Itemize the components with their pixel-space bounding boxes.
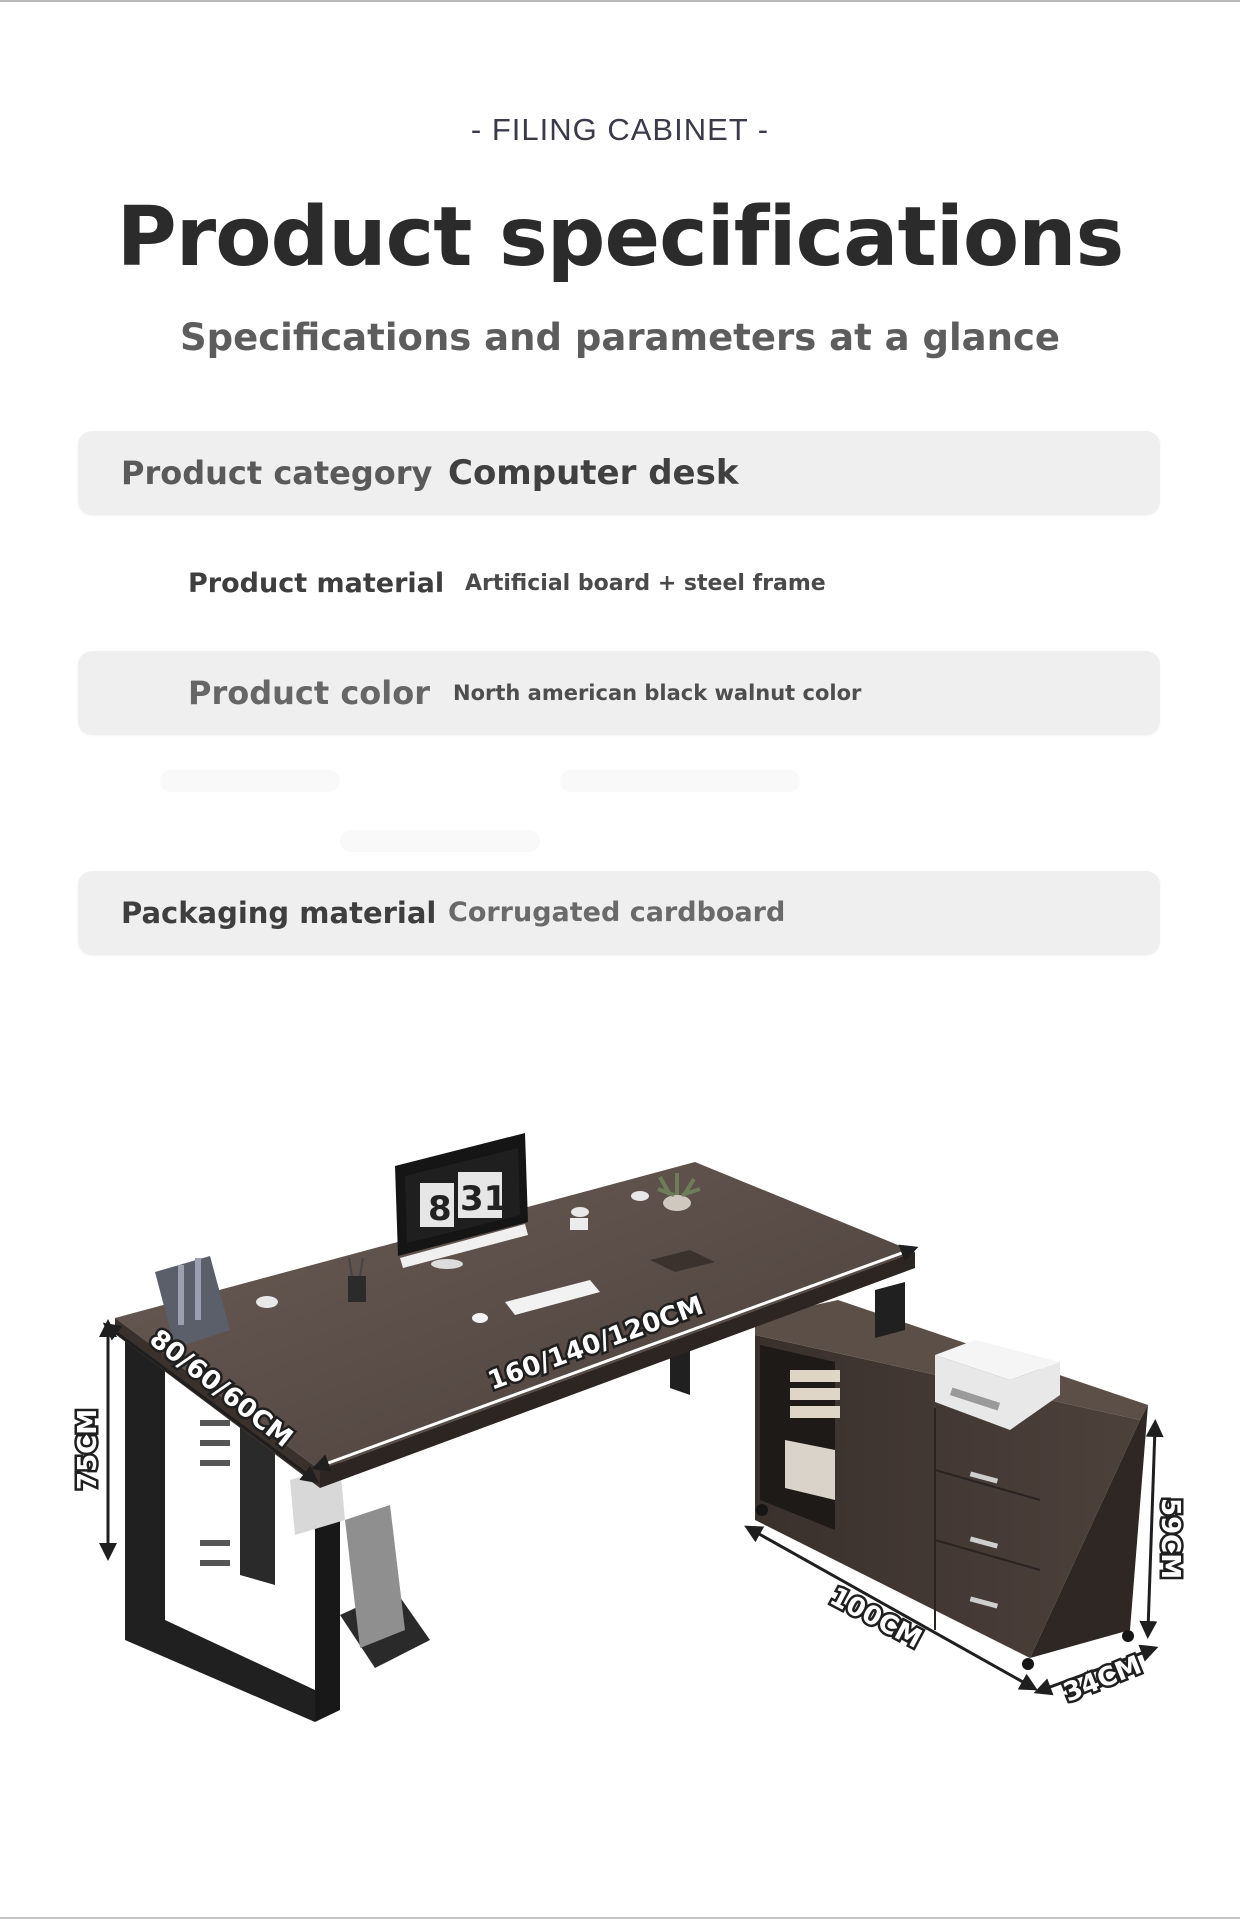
spec-label: Product color — [188, 674, 430, 712]
dimension-cabinet-height: 59CM — [1155, 1498, 1185, 1579]
bottom-divider — [0, 1917, 1240, 1919]
mouse — [472, 1313, 488, 1323]
binder — [790, 1388, 840, 1400]
plant-pot — [663, 1195, 691, 1211]
pen-holder — [348, 1276, 366, 1302]
spec-value: North american black walnut color — [453, 681, 862, 705]
desk-illustration: 8 31 80/60/60CM 160/140/120CM 7 — [71, 1133, 1188, 1722]
binder — [790, 1370, 840, 1382]
dimension-cabinet-depth: 34CM — [1059, 1650, 1145, 1708]
clock-digit-panel — [420, 1183, 454, 1227]
spec-value: Corrugated cardboard — [448, 897, 786, 928]
faded-placeholder — [560, 770, 800, 792]
spec-value: Computer desk — [448, 453, 739, 493]
clock-hour-text: 8 — [428, 1189, 452, 1229]
filing-cabinet — [755, 1300, 1148, 1670]
clock-digit-panel — [458, 1172, 502, 1218]
top-divider — [0, 0, 1240, 2]
printer — [935, 1355, 1060, 1430]
pc-tower — [345, 1505, 405, 1648]
dimension-lines — [99, 1244, 1164, 1696]
spec-row-material: Product material Artificial board + stee… — [78, 542, 1160, 626]
spec-label: Product material — [188, 568, 445, 599]
eyebrow-label: - FILING CABINET - — [470, 112, 770, 147]
dimension-desk-height: 75CM — [73, 1409, 103, 1490]
spec-label: Packaging material — [121, 896, 437, 930]
spec-row-color: Product color North american black walnu… — [78, 651, 1160, 735]
clock-minute-text: 31 — [460, 1179, 507, 1219]
spec-row-packaging: Packaging material Corrugated cardboard — [78, 871, 1160, 955]
spec-value: Artificial board + steel frame — [465, 571, 826, 596]
page-subtitle: Specifications and parameters at a glanc… — [179, 316, 1060, 359]
page-title: Product specifications — [116, 190, 1125, 285]
spec-label: Product category — [121, 454, 433, 492]
spec-row-category: Product category Computer desk — [78, 431, 1160, 515]
faded-placeholder — [160, 770, 340, 792]
faded-placeholder — [340, 830, 540, 852]
cabinet-side — [1030, 1405, 1148, 1658]
binder — [790, 1406, 840, 1418]
left-leg — [125, 1340, 315, 1722]
